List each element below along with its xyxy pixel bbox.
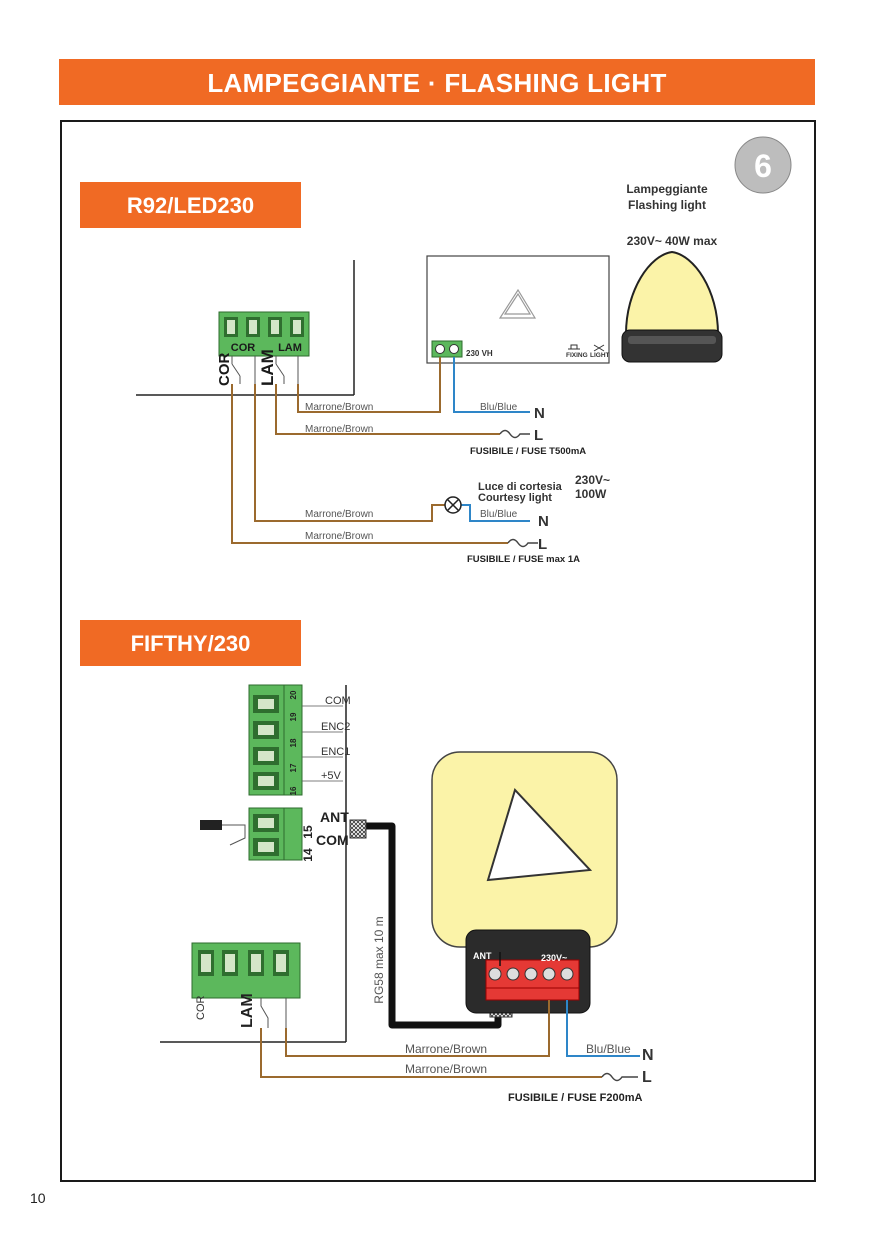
side-label-lam: LAM [258,349,277,386]
line-label-3: L [642,1069,652,1086]
wires-section1 [231,357,530,544]
wire-label-brown-2: Marrone/Brown [305,424,373,435]
diagram-frame [60,120,816,1182]
fuse-symbol-1 [499,429,530,439]
pin-20: 20 [289,690,298,699]
pin-18: 18 [289,738,298,747]
line-label-2: L [538,536,547,553]
neutral-label-2: N [538,513,549,530]
encoder-enc2-label: ENC2 [321,721,350,733]
wire2-label-brown-2: Marrone/Brown [405,1062,487,1076]
neutral-label-3: N [642,1047,654,1064]
antenna-wire-end [200,820,222,830]
pin-15: 15 [301,825,315,839]
lamp-ant-label: ANT [473,951,492,961]
fixing-icon [568,344,580,350]
pin-14: 14 [301,848,315,862]
control-board-outline-1 [136,260,355,396]
page-header: LAMPEGGIANTE · FLASHING LIGHT [59,59,815,105]
wires-section2 [260,1000,640,1078]
encoder-com-label: COM [325,695,351,707]
fuse-symbol-3 [601,1072,638,1082]
warning-triangle-icon [498,288,537,319]
page-number: 10 [30,1190,46,1206]
wire-label-brown-4: Marrone/Brown [305,531,373,542]
line-label-1: L [534,427,543,444]
pin-16: 16 [289,786,298,795]
fuse-label-1: FUSIBILE / FUSE T500mA [470,446,586,457]
scissors-icon [593,344,605,352]
ant-label: ANT [320,809,349,825]
terminal-lam-label: LAM [278,342,302,354]
courtesy-lamp-icon [444,496,462,514]
step-badge-number: 6 [754,148,772,184]
fixing-label: FIXING [566,352,588,359]
step-badge: 6 [734,136,792,194]
lamp-230-label: 230V~ [541,953,567,963]
terminal-block-encoder [248,684,303,796]
flashing-light-module: 230 VH FIXING LIGHT [426,255,610,364]
fifthy-terminal-red [485,959,580,1001]
pin-19: 19 [289,712,298,721]
terminal-block-cor-lam: COR LAM [218,311,310,357]
courtesy-wattage: 100W [575,487,607,501]
encoder-enc1-label: ENC1 [321,746,350,758]
lamp-lens-triangle-icon [486,788,593,882]
wire-label-brown-1: Marrone/Brown [305,402,373,413]
relay-contacts-2 [260,998,287,1028]
com-label: COM [316,832,349,848]
wire-label-blue-1: Blu/Blue [480,402,518,413]
wire2-label-brown-1: Marrone/Brown [405,1042,487,1056]
fuse-label-2: FUSIBILE / FUSE max 1A [467,554,580,565]
wire-label-blue-2: Blu/Blue [480,509,518,520]
lamp-title-it: Lampeggiante [626,182,708,196]
flashing-light-lamp [621,250,723,363]
wire2-label-blue-1: Blu/Blue [586,1042,631,1056]
section-tag-r92: R92/LED230 [80,182,301,228]
courtesy-voltage: 230V~ [575,473,610,487]
courtesy-title-en: Courtesy light [478,492,552,504]
side-label-lam-2: LAM [239,993,256,1028]
terminal-block-cor-lam-2 [191,942,301,999]
light-label: LIGHT [590,352,610,359]
wire-label-brown-3: Marrone/Brown [305,509,373,520]
encoder-5v-label: +5V [321,770,342,782]
courtesy-title-it: Luce di cortesia [478,481,563,493]
section-tag-fifthy: FIFTHY/230 [80,620,301,666]
relay-contacts-1 [231,356,299,384]
terminal-block-antenna [200,807,303,861]
fuse-symbol-2 [507,538,538,548]
lamp-title-en: Flashing light [628,198,706,212]
terminal-cor-label: COR [231,342,256,354]
side-label-cor-2: COR [195,996,207,1021]
neutral-label-1: N [534,405,545,422]
cable-label: RG58 max 10 m [372,916,386,1003]
side-label-cor: COR [216,353,233,387]
fuse-label-3: FUSIBILE / FUSE F200mA [508,1092,643,1104]
pin-17: 17 [289,763,298,772]
lamp-terminal-label: 230 VH [466,349,493,358]
lamp-rating: 230V~ 40W max [627,234,718,248]
